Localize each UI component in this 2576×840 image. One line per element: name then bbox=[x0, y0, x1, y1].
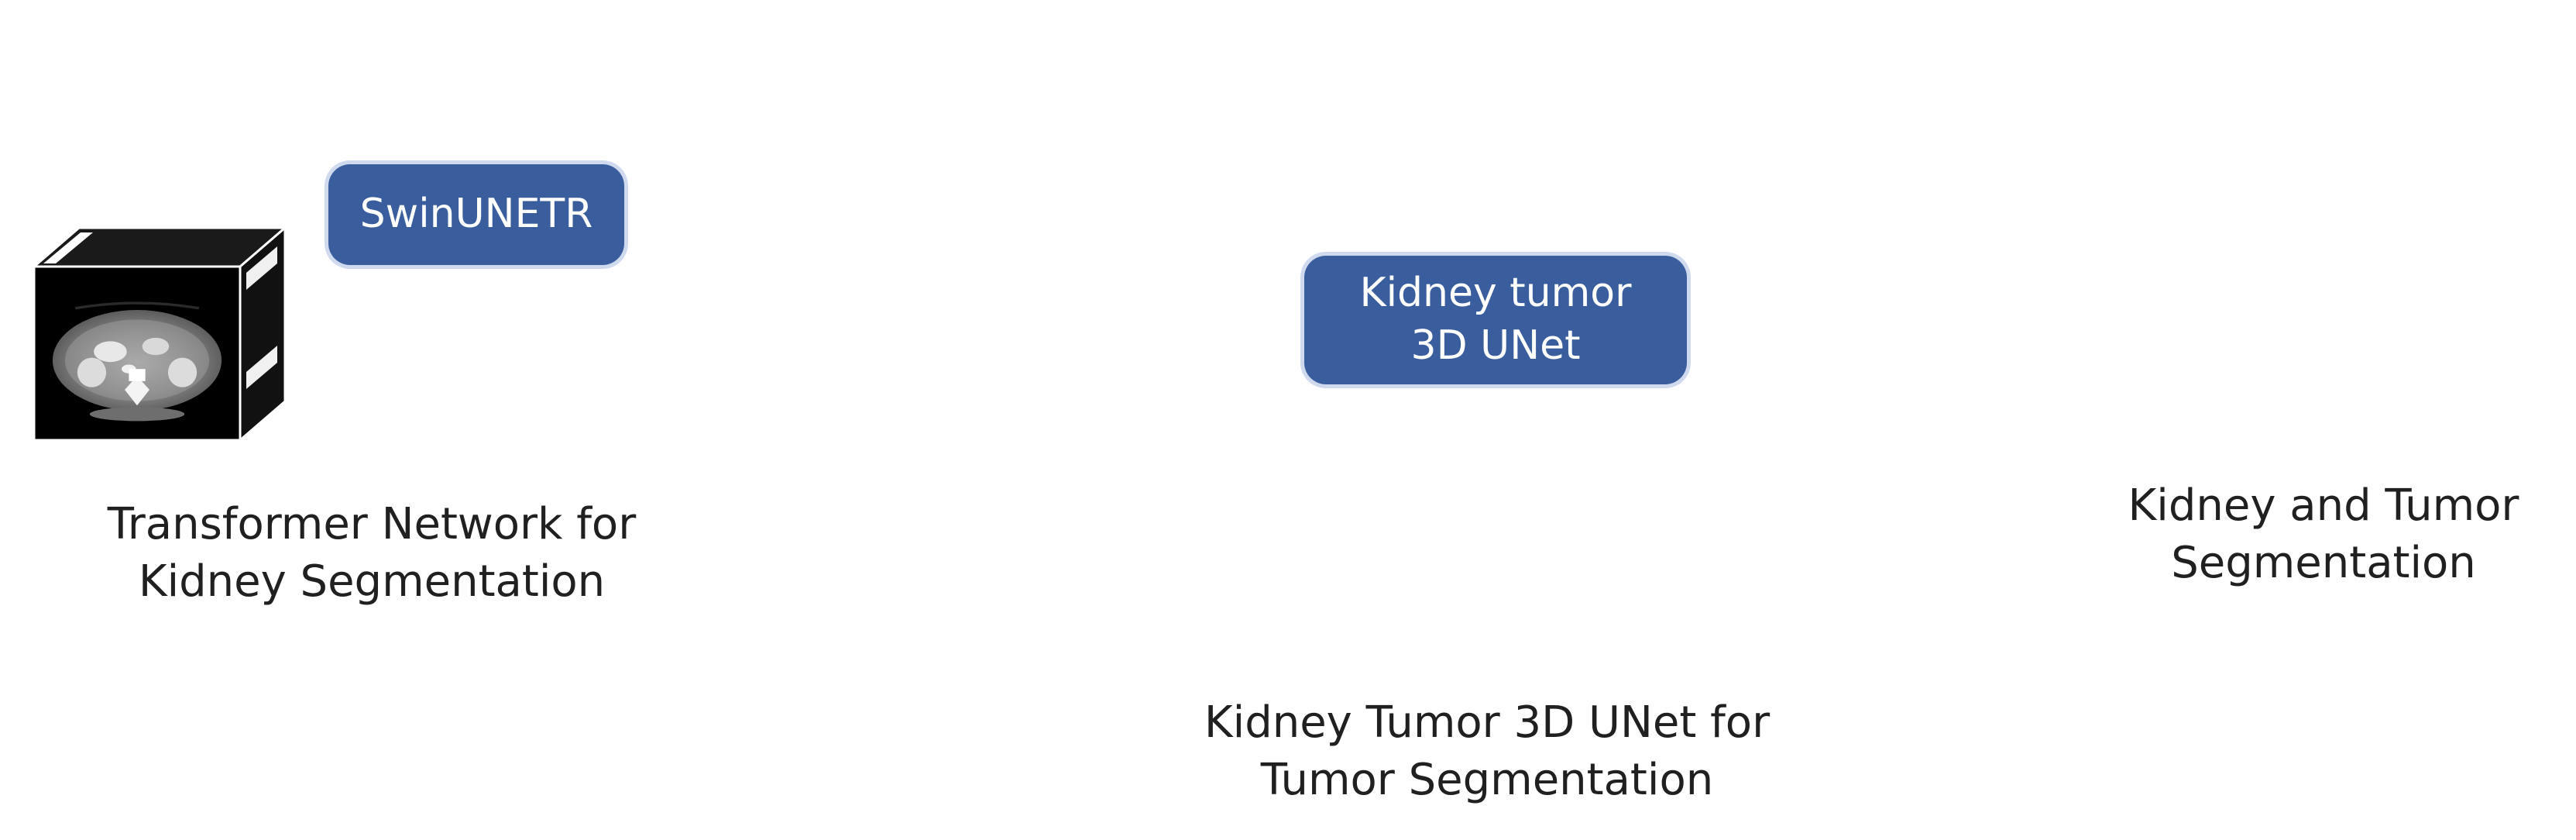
stage1-caption-line-2: Kidney Segmentation bbox=[138, 556, 606, 607]
stage3-caption: Kidney and Tumor Segmentation bbox=[2083, 477, 2564, 592]
stage2-caption-line-2: Tumor Segmentation bbox=[1260, 754, 1714, 805]
stage3-caption-line-2: Segmentation bbox=[2171, 537, 2476, 588]
stage2-caption-line-1: Kidney Tumor 3D UNet for bbox=[1204, 697, 1771, 748]
stage2-caption: Kidney Tumor 3D UNet for Tumor Segmentat… bbox=[1146, 694, 1828, 809]
kidney-tumor-unet-line-2: 3D UNet bbox=[1410, 322, 1581, 369]
kidney-tumor-unet-box: Kidney tumor 3D UNet bbox=[1304, 256, 1687, 384]
swinunetr-label: SwinUNETR bbox=[359, 191, 593, 238]
kidney-tumor-unet-line-1: Kidney tumor bbox=[1359, 270, 1632, 317]
swinunetr-model-box: SwinUNETR bbox=[328, 164, 624, 265]
stage3-caption-line-1: Kidney and Tumor bbox=[2128, 480, 2519, 531]
stage1-caption-line-1: Transformer Network for bbox=[107, 499, 637, 549]
stage1-caption: Transformer Network for Kidney Segmentat… bbox=[93, 496, 651, 611]
input-ct-volume bbox=[30, 225, 289, 443]
